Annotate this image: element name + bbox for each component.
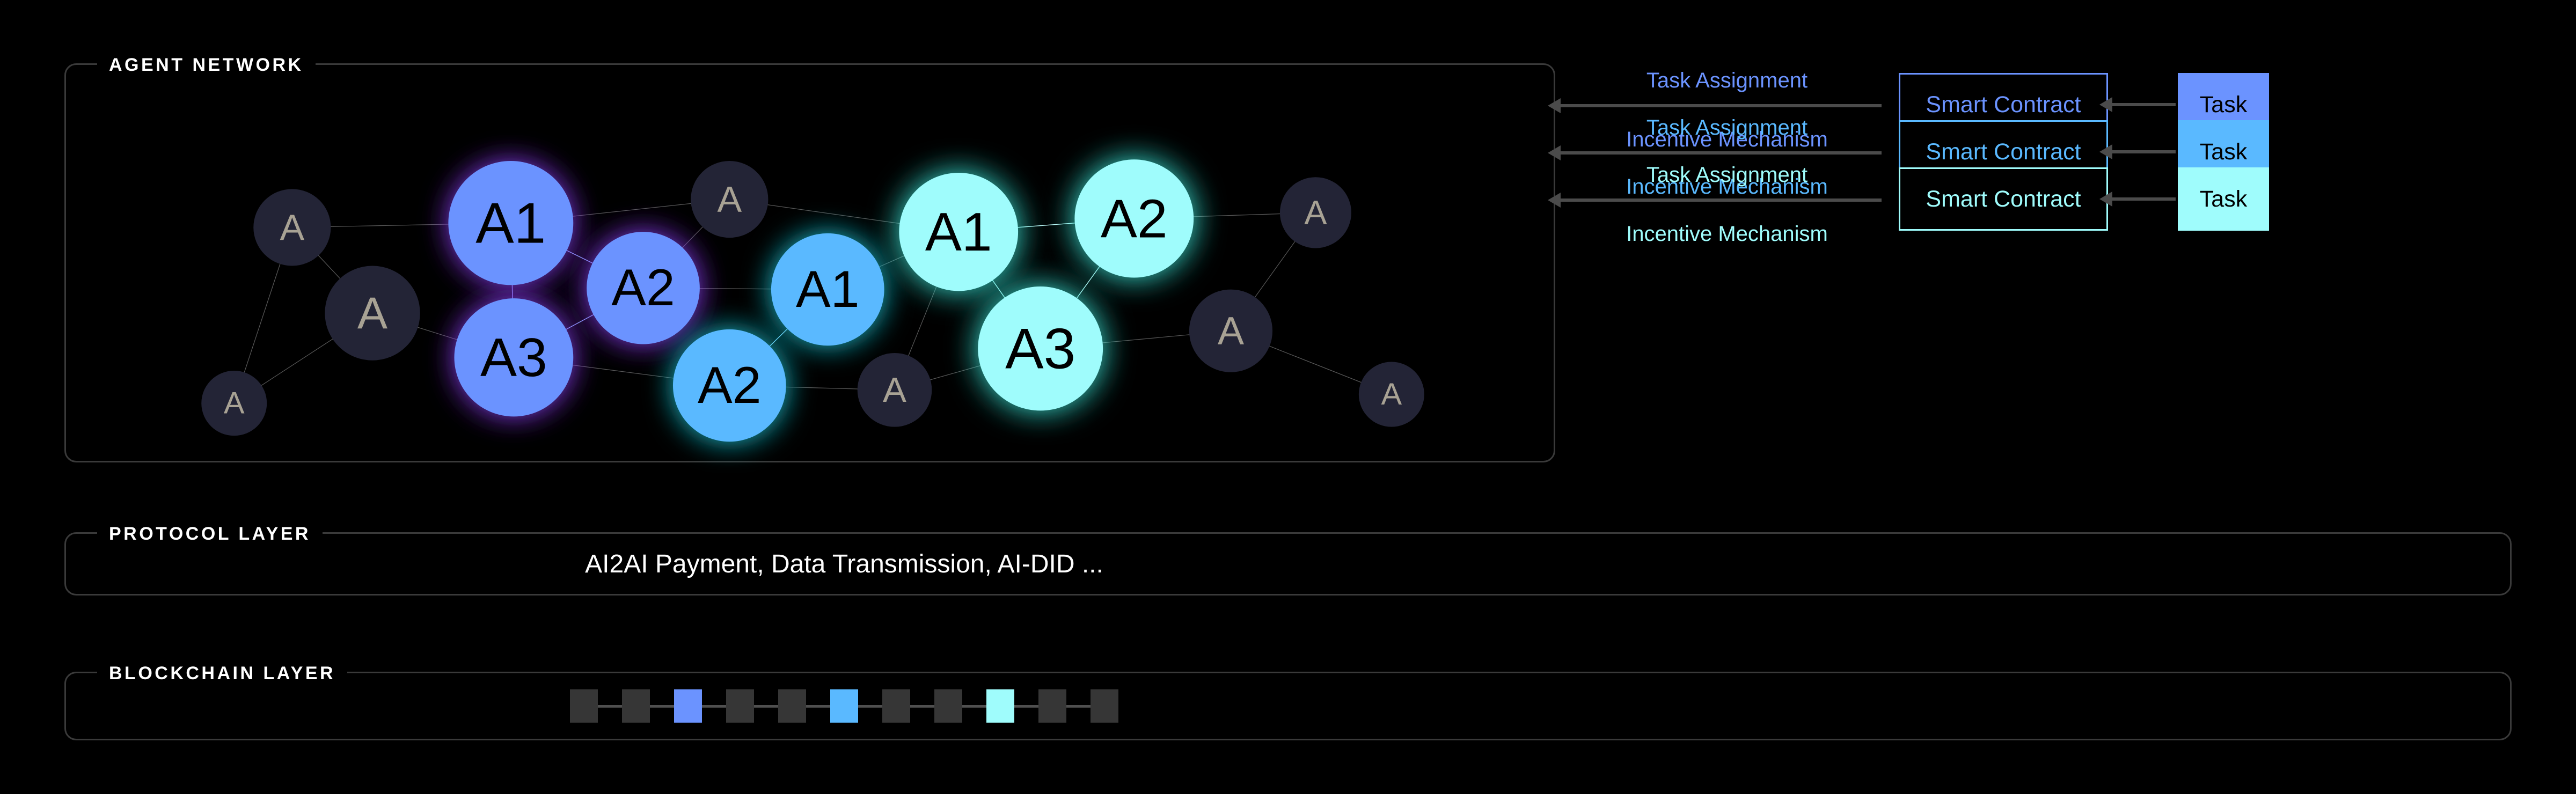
node-circle (771, 233, 884, 346)
blockchain-block-strip (66, 673, 1622, 739)
network-node-a-n1[interactable]: A (253, 189, 331, 266)
task-to-contract-arrow-icon (2099, 192, 2176, 207)
network-node-a-n2[interactable]: A (325, 266, 420, 361)
node-circle (253, 189, 331, 266)
contract-to-network-arrow-icon (1548, 145, 1882, 160)
node-label: A3 (1005, 317, 1075, 381)
incentive-mechanism-label: Incentive Mechanism (1626, 175, 1828, 198)
contract-to-network-arrow-icon (1548, 98, 1882, 113)
blockchain-block-highlighted[interactable] (674, 689, 702, 723)
blockchain-block-highlighted[interactable] (830, 689, 858, 723)
network-node-a1-n8[interactable]: A1 (771, 233, 884, 346)
task-box[interactable]: Task (2178, 167, 2269, 231)
task-assignment-label: Task Assignment (1646, 69, 1808, 92)
node-circle (201, 371, 267, 436)
node-circle (454, 298, 574, 417)
network-node-a3-n6[interactable]: A3 (454, 298, 574, 417)
blockchain-block[interactable] (882, 689, 910, 723)
network-node-a1-n4[interactable]: A1 (448, 160, 574, 285)
network-node-a-n3[interactable]: A (201, 371, 267, 436)
network-node-a2-n12[interactable]: A2 (1074, 159, 1194, 278)
blockchain-block[interactable] (1038, 689, 1066, 723)
block-link (910, 704, 934, 708)
blockchain-block-highlighted[interactable] (986, 689, 1014, 723)
contract-to-network-arrow-icon (1548, 193, 1882, 208)
node-label: A1 (796, 261, 860, 318)
node-label: A (357, 288, 387, 339)
block-link (598, 704, 622, 708)
network-node-a-n7[interactable]: A (691, 160, 769, 238)
block-link (650, 704, 674, 708)
incentive-mechanism-label: Incentive Mechanism (1626, 128, 1828, 151)
network-node-a-n16[interactable]: A (1358, 362, 1424, 427)
network-node-a-n14[interactable]: A (1279, 177, 1352, 248)
network-node-a1-n11[interactable]: A1 (899, 173, 1019, 291)
blockchain-block[interactable] (622, 689, 650, 723)
node-circle (691, 160, 769, 238)
incentive-mechanism-label: Incentive Mechanism (1626, 222, 1828, 246)
node-circle (1358, 362, 1424, 427)
network-node-a-n10[interactable]: A (857, 352, 932, 427)
network-node-a3-n13[interactable]: A3 (978, 286, 1103, 411)
task-to-contract-arrow-icon (2099, 144, 2176, 159)
block-link (1066, 704, 1091, 708)
node-circle (1279, 177, 1352, 248)
blockchain-layer-panel: BLOCKCHAIN LAYER (64, 661, 2512, 740)
blockchain-block[interactable] (726, 689, 754, 723)
node-circle (978, 286, 1103, 411)
blockchain-block[interactable] (570, 689, 598, 723)
task-assignment-label: Task Assignment (1646, 163, 1808, 187)
block-link (702, 704, 726, 708)
node-label: A (1381, 377, 1402, 411)
block-link (1014, 704, 1038, 708)
node-circle (1189, 289, 1273, 372)
block-link (754, 704, 778, 708)
node-label: A (1304, 194, 1327, 231)
node-circle (448, 160, 574, 285)
smart-contract-box[interactable]: Smart Contract (1899, 167, 2108, 231)
node-label: A2 (611, 259, 675, 317)
blockchain-layer-legend: BLOCKCHAIN LAYER (97, 661, 348, 685)
agent-network-legend: AGENT NETWORK (97, 53, 316, 77)
protocol-layer-legend: PROTOCOL LAYER (97, 522, 323, 546)
node-circle (899, 173, 1019, 291)
node-circle (587, 232, 700, 344)
protocol-layer-content: AI2AI Payment, Data Transmission, AI-DID… (585, 549, 1103, 578)
task-to-contract-arrow-icon (2099, 97, 2176, 112)
node-label: A (1218, 308, 1244, 353)
blockchain-block[interactable] (1091, 689, 1118, 723)
node-label: A1 (925, 201, 992, 262)
network-node-a2-n5[interactable]: A2 (587, 232, 700, 344)
task-assignment-label: Task Assignment (1646, 116, 1808, 139)
blockchain-block[interactable] (778, 689, 806, 723)
node-circle (672, 329, 786, 442)
network-node-a2-n9[interactable]: A2 (672, 329, 786, 442)
node-label: A (280, 207, 305, 248)
node-label: A3 (480, 327, 547, 388)
node-label: A1 (475, 191, 546, 255)
node-circle (1074, 159, 1194, 278)
node-circle (857, 352, 932, 427)
network-node-a-n15[interactable]: A (1189, 289, 1273, 372)
node-label: A2 (1101, 188, 1168, 249)
node-label: A (883, 370, 906, 409)
node-label: A2 (698, 357, 762, 414)
node-circle (325, 266, 420, 361)
node-label: A (717, 179, 742, 220)
block-link (858, 704, 882, 708)
block-link (962, 704, 986, 708)
protocol-layer-panel: PROTOCOL LAYER AI2AI Payment, Data Trans… (64, 522, 2512, 596)
blockchain-block[interactable] (934, 689, 962, 723)
block-link (806, 704, 830, 708)
node-label: A (224, 386, 245, 421)
